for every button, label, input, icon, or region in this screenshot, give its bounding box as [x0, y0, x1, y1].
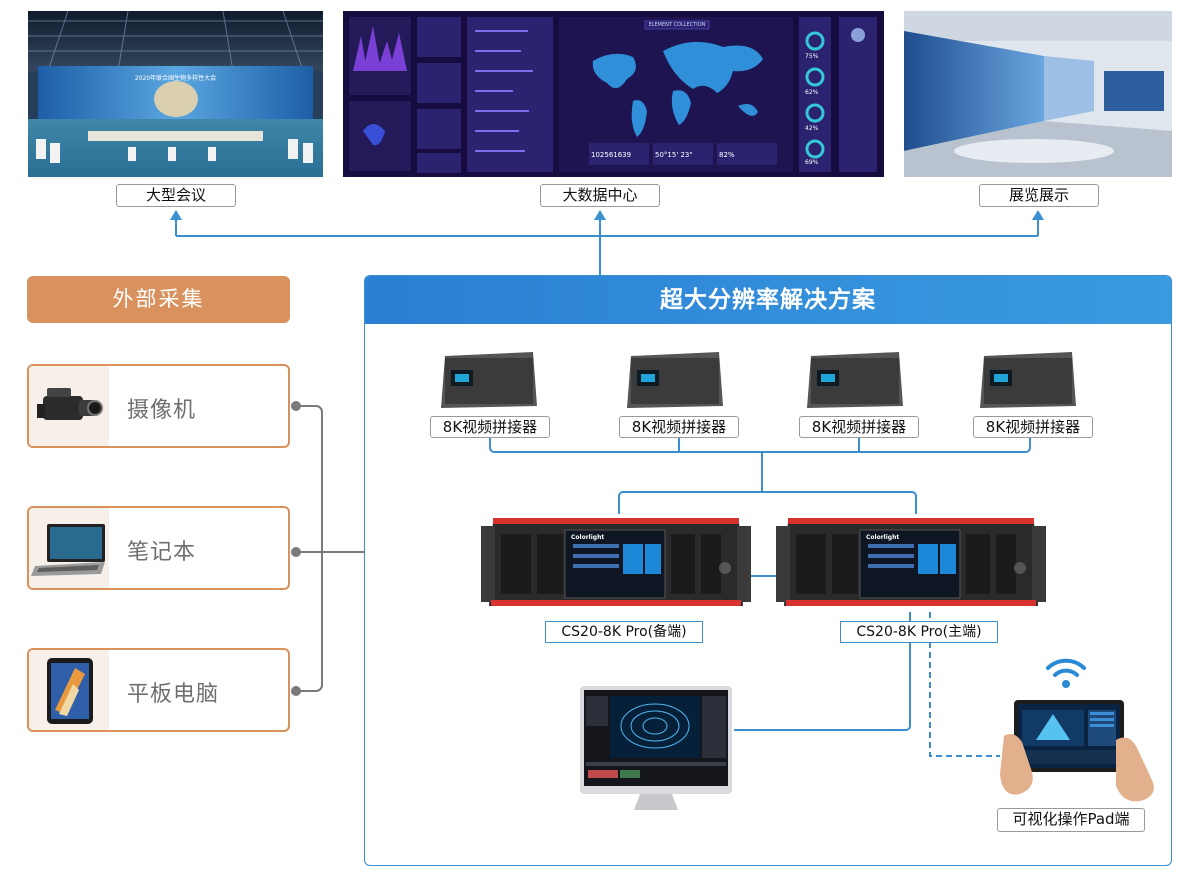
splicer-device-3	[803, 350, 907, 410]
processor-main: Colorlight	[776, 512, 1046, 612]
input-connector	[296, 405, 364, 692]
splicer-label-2: 8K视频拼接器	[619, 416, 739, 438]
source-laptop: 笔记本	[27, 506, 290, 590]
source-camera: 摄像机	[27, 364, 290, 448]
splicer-label-4: 8K视频拼接器	[973, 416, 1093, 438]
splicer-label-1: 8K视频拼接器	[430, 416, 550, 438]
pad-label: 可视化操作Pad端	[997, 808, 1145, 832]
exhibition-image	[904, 11, 1172, 177]
splicer-device-1	[437, 350, 541, 410]
source-camera-label: 摄像机	[127, 398, 197, 423]
scenario-label-datacenter: 大数据中心	[540, 184, 660, 207]
solution-header: 超大分辨率解决方案	[365, 276, 1171, 324]
datacenter-gauge-4: 69%	[805, 159, 819, 166]
external-title: 外部采集	[27, 276, 290, 323]
processor-backup-label: CS20-8K Pro(备端)	[545, 621, 703, 643]
splicer-label-3: 8K视频拼接器	[799, 416, 919, 438]
camera-connector-dot	[291, 401, 301, 411]
datacenter-gauge-3: 42%	[805, 125, 819, 132]
conference-screen-text: 2020年联合国生物多样性大会	[134, 75, 217, 82]
source-laptop-label: 笔记本	[127, 540, 197, 565]
tablet-control-icon	[996, 696, 1166, 806]
scenario-label-exhibition: 展览展示	[979, 184, 1099, 207]
conference-image: 2020年联合国生物多样性大会	[28, 11, 323, 177]
monitor-icon	[580, 686, 732, 816]
datacenter-stat-3: 82%	[719, 151, 735, 159]
external-title-text: 外部采集	[112, 287, 205, 311]
laptop-icon	[29, 508, 109, 588]
tablet-connector-dot	[291, 686, 301, 696]
output-connector	[170, 210, 1044, 275]
datacenter-screen-title: ELEMENT COLLECTION	[648, 22, 706, 28]
camera-icon	[29, 366, 109, 446]
solution-title: 超大分辨率解决方案	[660, 287, 876, 313]
processor-backup-brand: Colorlight	[571, 534, 605, 541]
datacenter-stat-2: 50°15' 23"	[655, 151, 693, 159]
datacenter-gauge-2: 62%	[805, 89, 819, 96]
processor-main-brand: Colorlight	[866, 534, 900, 541]
source-tablet: 平板电脑	[27, 648, 290, 732]
scenario-label-conference: 大型会议	[116, 184, 236, 207]
datacenter-stat-1: 102561639	[591, 151, 632, 159]
datacenter-image: ELEMENT COLLECTION 102561639 50°15' 23" …	[343, 11, 884, 177]
splicer-device-2	[623, 350, 727, 410]
wifi-icon	[1044, 656, 1088, 692]
laptop-connector-dot	[291, 547, 301, 557]
processor-backup: Colorlight	[481, 512, 751, 612]
splicer-device-4	[976, 350, 1080, 410]
tablet-icon	[29, 650, 109, 730]
processor-main-label: CS20-8K Pro(主端)	[840, 621, 998, 643]
source-tablet-label: 平板电脑	[127, 682, 220, 707]
datacenter-gauge-1: 75%	[805, 53, 819, 60]
